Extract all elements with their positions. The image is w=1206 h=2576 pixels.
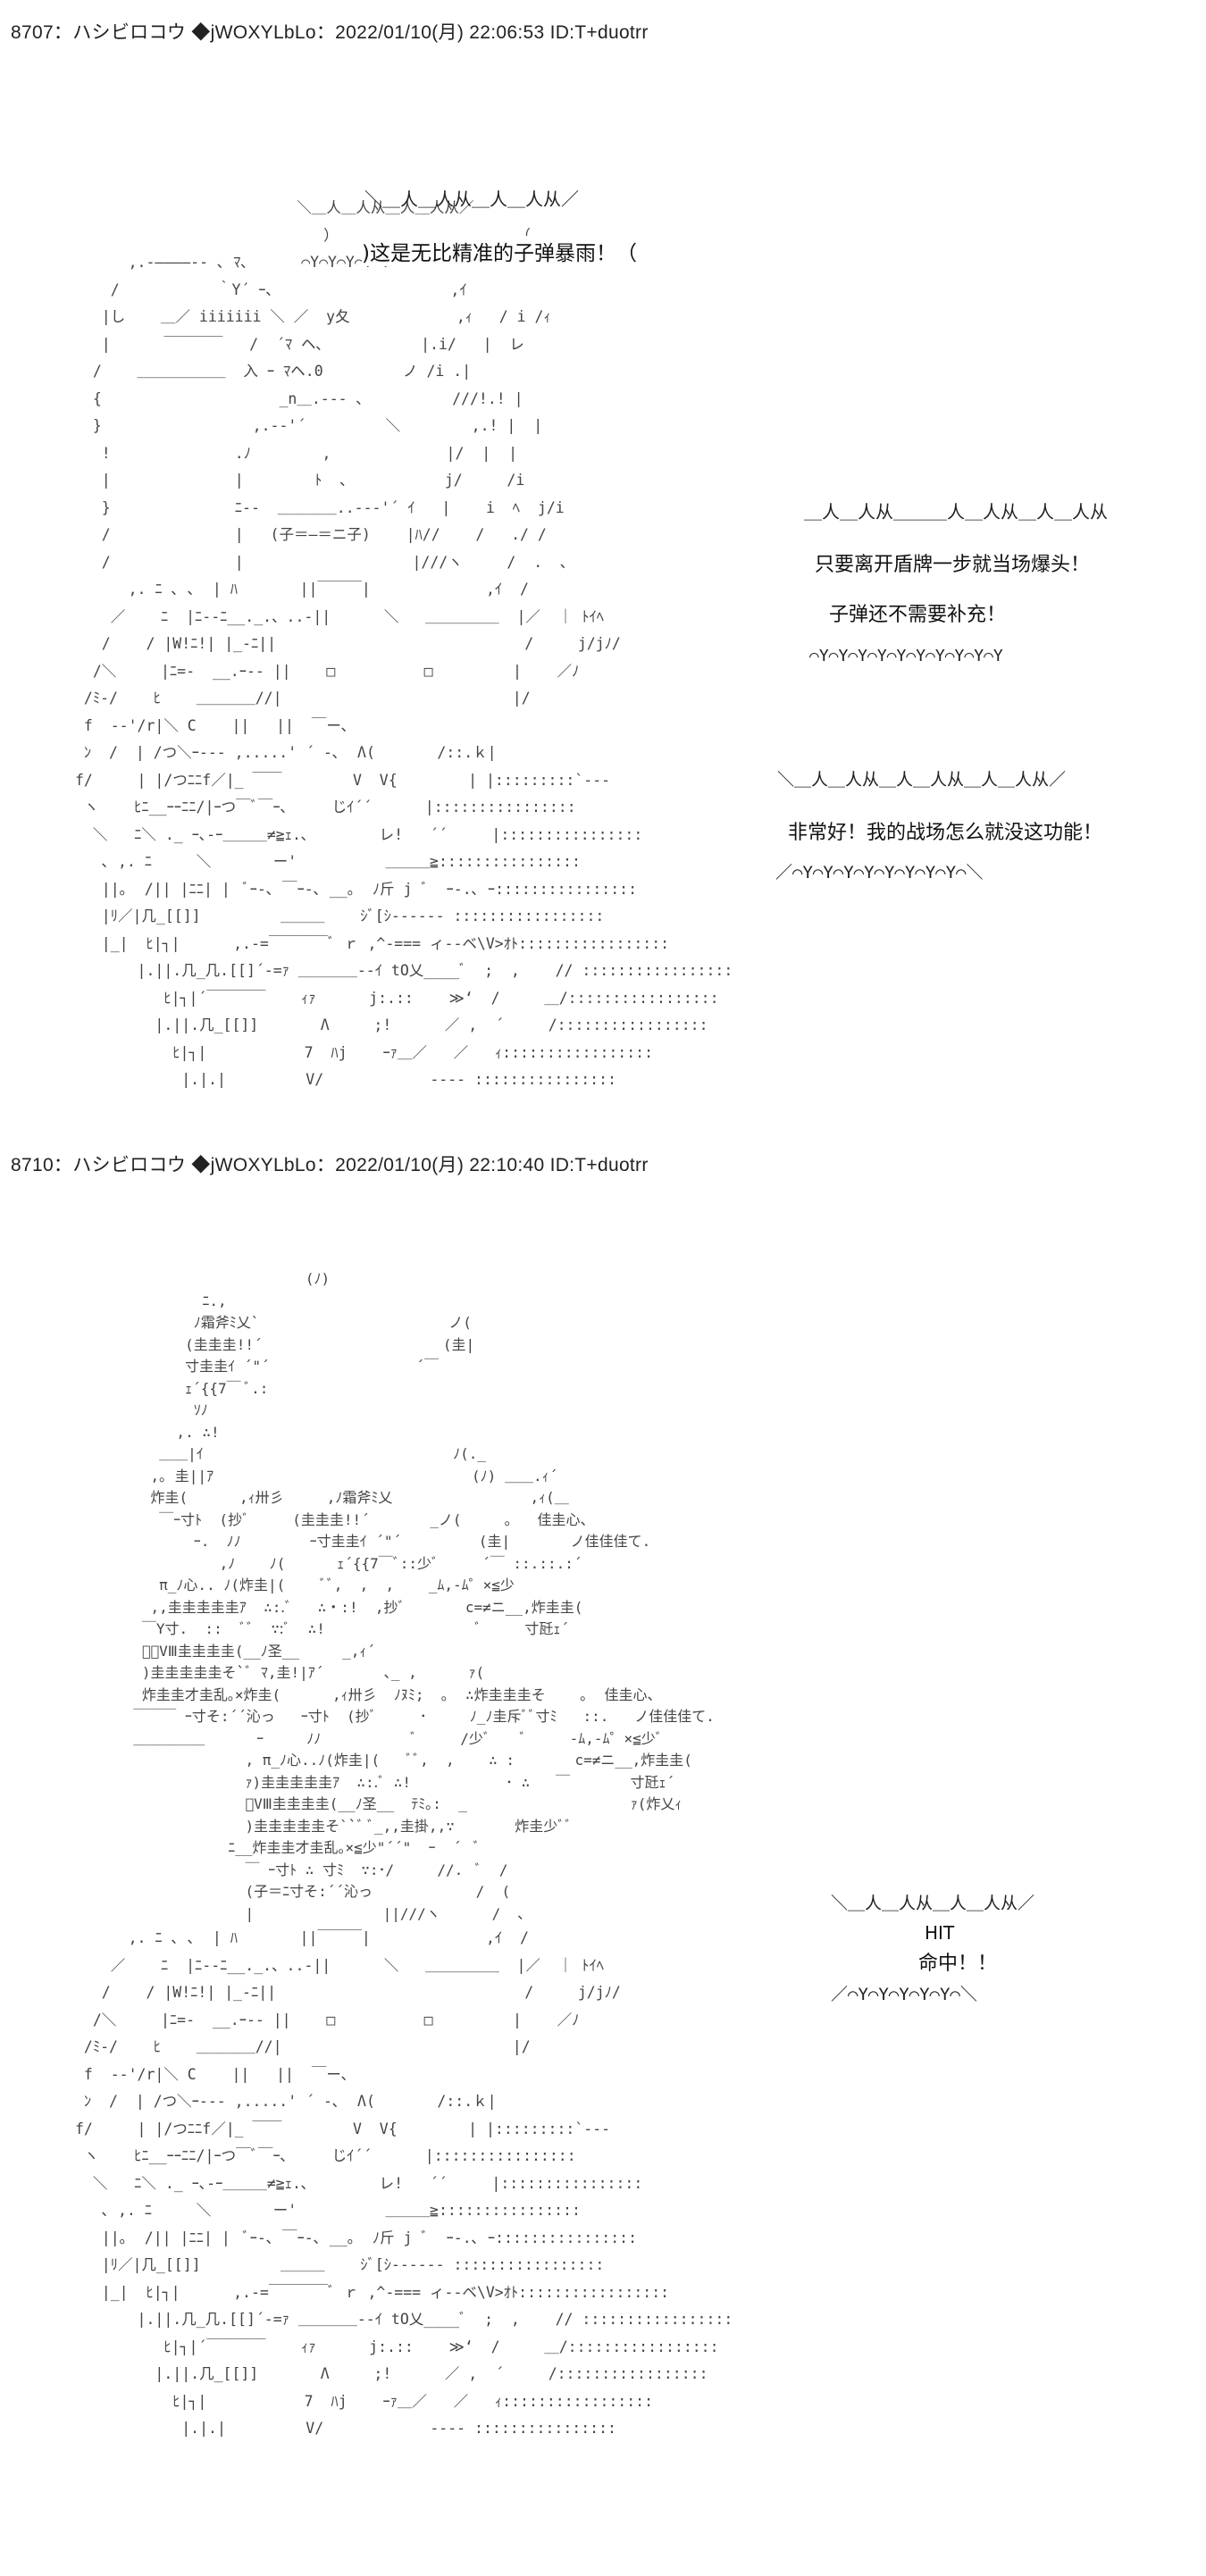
bubble-frame-bottom: ／⌒Y⌒Y⌒Y⌒Y⌒Y⌒＼ <box>831 1985 977 2004</box>
bubble-line-2: 命中！！ <box>918 1947 998 1976</box>
post-header: 8710：ハシビロコウ ◆jWOXYLbLo：2022/01/10(月) 22:… <box>11 1155 649 1175</box>
bubble-line-2: 子弹还不需要补充！ <box>829 598 1007 627</box>
bubble-frame-bottom: ／⌒Y⌒Y⌒Y⌒Y⌒Y⌒Y⌒Y⌒Y⌒＼ <box>775 863 984 882</box>
bubble-text: )这是无比精准的子弹暴雨！（ <box>362 236 637 266</box>
bubble-frame-top: ＼＿人＿人从＿人＿人从＿人＿人从／ <box>777 770 1067 790</box>
ascii-art-scene: ＼＿人＿人从＿人＿人从／ ） （ ,.-――――‐- ､ ﾏ､ ⌒Y⌒Y⌒Y⌒Y… <box>75 199 733 1088</box>
bubble-frame-top: ＼＿人＿人从＿人＿人从／ <box>831 1894 1035 1913</box>
post-header: 8707：ハシビロコウ ◆jWOXYLbLo：2022/01/10(月) 22:… <box>11 22 649 43</box>
bubble-line-1: HIT <box>925 1922 955 1944</box>
ascii-art-onomatopoeia: (ﾉ) ﾆ., ﾉ霜斧ﾐ乂` ノ( (圭圭圭!!´ (圭| 寸圭圭ｲ ´"´ ´… <box>133 1270 715 1922</box>
bubble-text: 非常好！我的战场怎么就没这功能！ <box>788 816 1103 845</box>
ascii-art-scene: ,. ﾆ ､ ､ | ﾊ ||￣￣￣| ,ｲ / ／ ﾆ |ﾆ--ﾆ__._.、… <box>75 1929 733 2437</box>
bubble-line-1: 只要离开盾牌一步就当场爆头！ <box>815 548 1091 577</box>
bubble-frame-bottom: ⌒Y⌒Y⌒Y⌒Y⌒Y⌒Y⌒Y⌒Y⌒Y⌒Y <box>809 647 1003 666</box>
bubble-frame-top: ＿人＿人从＿＿＿人＿人从＿人＿人从 <box>804 501 1108 523</box>
bubble-frame-top: ＼＿人＿人从＿人＿人从／ <box>364 188 579 210</box>
